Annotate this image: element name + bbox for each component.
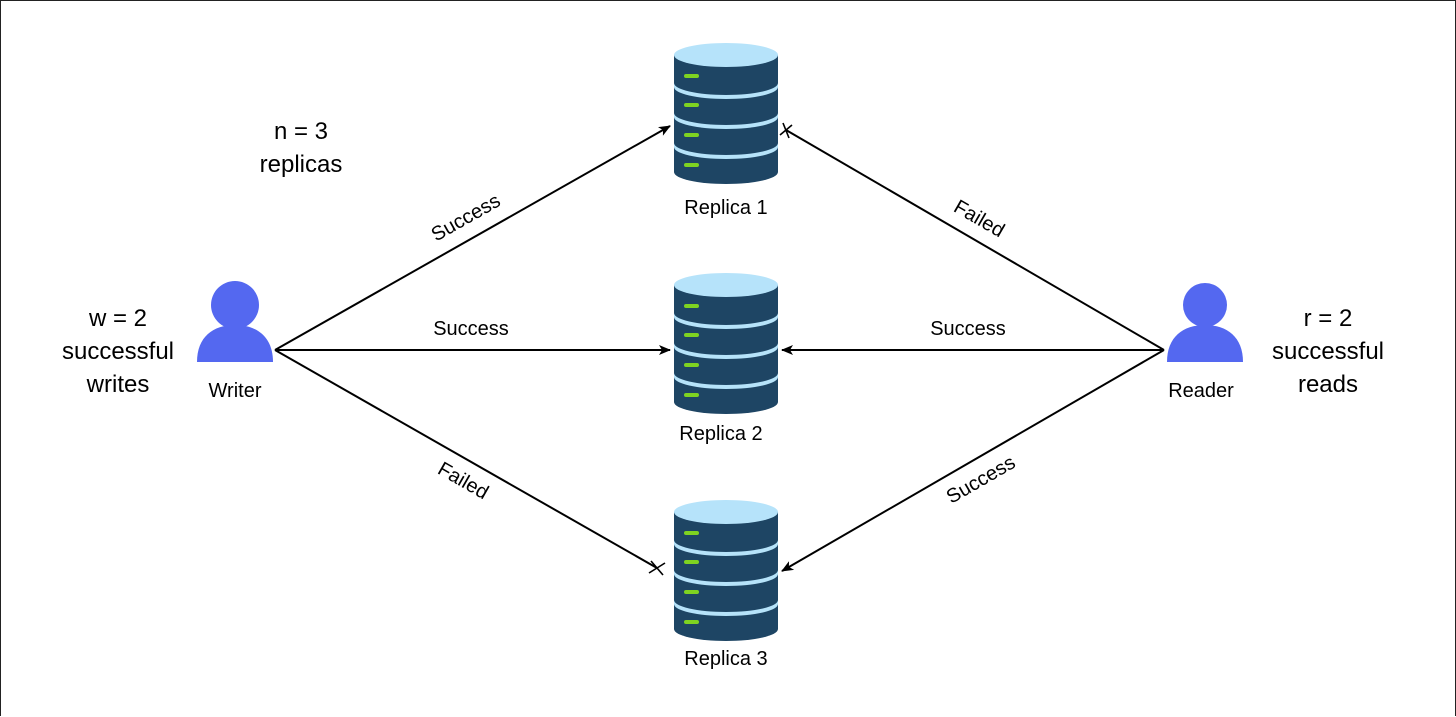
- note-line: successful: [61, 338, 175, 365]
- replica-count-note: n = 3 replicas: [241, 115, 361, 181]
- failure-cross-icon: [779, 122, 793, 139]
- replica-1-database-icon: [674, 43, 778, 184]
- replica-1-label: Replica 1: [684, 197, 768, 219]
- writer-user-icon: [197, 281, 273, 362]
- replica-2-database-icon: [674, 273, 778, 414]
- note-line: n = 3: [273, 118, 329, 145]
- edge-reader-replica-1: [785, 129, 1165, 351]
- note-line: successful: [1271, 338, 1385, 365]
- write-quorum-note: w = 2 successful writes: [43, 302, 193, 401]
- note-line: writes: [86, 371, 150, 398]
- edge-label-reader-replica-2: Success: [930, 318, 1006, 340]
- note-line: r = 2: [1303, 305, 1353, 332]
- edge-writer-replica-1: [274, 125, 671, 351]
- replica-3-label: Replica 3: [684, 648, 768, 670]
- edge-label-writer-replica-2: Success: [433, 318, 509, 340]
- reader-user-icon: [1167, 283, 1243, 362]
- reader-label: Reader: [1168, 380, 1234, 402]
- writer-label: Writer: [208, 380, 262, 402]
- edge-writer-replica-3: [274, 349, 658, 569]
- replica-2-label: Replica 2: [679, 423, 763, 445]
- note-line: replicas: [259, 151, 343, 178]
- note-line: w = 2: [88, 305, 148, 332]
- read-quorum-note: r = 2 successful reads: [1253, 302, 1403, 401]
- failure-cross-icon: [648, 560, 666, 576]
- note-line: reads: [1297, 371, 1359, 398]
- replica-3-database-icon: [674, 500, 778, 641]
- edge-reader-replica-3: [781, 349, 1165, 572]
